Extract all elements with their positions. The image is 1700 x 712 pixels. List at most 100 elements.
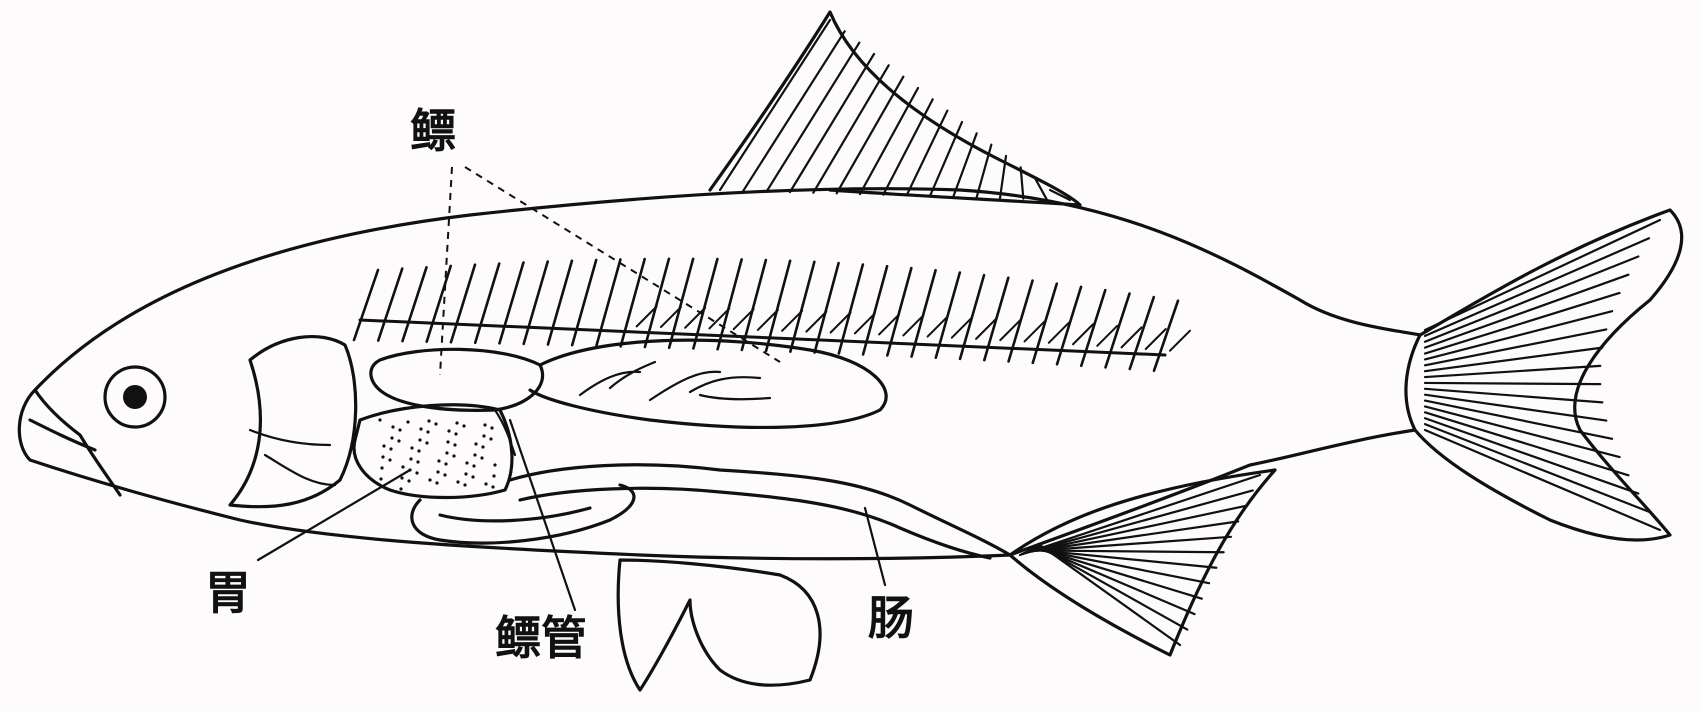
gill-arch <box>250 430 335 485</box>
stomach-organ <box>354 405 512 498</box>
pneumatic-duct-tube <box>495 410 515 455</box>
fin-ray <box>1425 401 1612 439</box>
stipple-dot <box>410 446 413 449</box>
fin-ray <box>907 111 948 196</box>
stipple-dot <box>409 457 412 460</box>
label-pneumatic-duct: 鳔管 <box>495 615 587 661</box>
fin-ray <box>1425 383 1600 384</box>
rib <box>1106 294 1130 368</box>
pelvic-fin <box>618 560 820 690</box>
stipple-dot <box>388 458 391 461</box>
fin-ray <box>1024 506 1246 553</box>
fin-ray <box>1425 395 1606 421</box>
rib <box>427 266 451 342</box>
stipple-dot <box>473 453 476 456</box>
stipple-dot <box>452 454 455 457</box>
rib <box>548 261 572 345</box>
stipple-dot <box>443 473 446 476</box>
stipple-dot <box>437 459 440 462</box>
stipple-dot <box>419 427 422 430</box>
dorsal-fin <box>710 12 1080 205</box>
stipple-dot <box>418 438 421 441</box>
stipple-dot <box>398 428 401 431</box>
stipple-dot <box>464 472 467 475</box>
stipple-dot <box>455 421 458 424</box>
rib <box>1154 301 1178 371</box>
label-intestine: 肠 <box>868 595 914 641</box>
stipple-dot <box>428 478 431 481</box>
rib <box>1130 297 1154 369</box>
stipple-dot <box>445 451 448 454</box>
rib <box>378 269 402 341</box>
fin-ray <box>790 54 874 192</box>
fin-ray <box>1425 406 1620 457</box>
stipple-dot <box>399 487 402 490</box>
stipple-dot <box>415 471 418 474</box>
rib <box>475 264 499 343</box>
label-swim-bladder: 鳔 <box>410 108 456 154</box>
stipple-dot <box>417 449 420 452</box>
stipple-dot <box>444 462 447 465</box>
rib <box>354 270 378 340</box>
fin-ray <box>813 65 888 192</box>
stipple-dot <box>379 477 382 480</box>
fin-ray <box>1033 549 1209 584</box>
rib <box>596 259 620 345</box>
stipple-dot <box>390 436 393 439</box>
stipple-dot <box>471 475 474 478</box>
stipple-dot <box>480 456 483 459</box>
stipple-dot <box>465 461 468 464</box>
stipple-dot <box>493 463 496 466</box>
stipple-dot <box>436 470 439 473</box>
stipple-dot <box>483 423 486 426</box>
stipple-dot <box>389 447 392 450</box>
intestine-organ <box>510 465 1010 558</box>
gill-cover <box>230 337 356 507</box>
stipple-dot <box>406 420 409 423</box>
rib <box>1081 290 1105 366</box>
stipple-dot <box>381 455 384 458</box>
stipple-dot <box>447 429 450 432</box>
stipple-dot <box>491 485 494 488</box>
stipple-dot <box>427 419 430 422</box>
stipple-dot <box>482 434 485 437</box>
stipple-dot <box>435 481 438 484</box>
stipple-dot <box>484 482 487 485</box>
stipple-dot <box>391 425 394 428</box>
stipple-dot <box>397 439 400 442</box>
stipple-dot <box>474 442 477 445</box>
swim-bladder-anterior <box>371 349 543 410</box>
stipple-dot <box>453 443 456 446</box>
stipple-dot <box>490 426 493 429</box>
stipple-dot <box>462 424 465 427</box>
fin-ray <box>720 20 830 190</box>
stipple-dot <box>489 437 492 440</box>
label-stomach: 胃 <box>205 570 251 616</box>
stipple-dot <box>456 480 459 483</box>
stipple-dot <box>401 465 404 468</box>
rib <box>402 267 426 341</box>
stipple-dot <box>400 476 403 479</box>
blood-vessels <box>580 362 770 400</box>
stomach-texture <box>378 418 496 490</box>
fin-ray <box>767 43 860 192</box>
stipple-dot <box>382 444 385 447</box>
stipple-dot <box>407 479 410 482</box>
stipple-dot <box>454 432 457 435</box>
fin-ray <box>1425 311 1612 359</box>
stipple-dot <box>426 430 429 433</box>
rib <box>499 263 523 344</box>
intestine-loop <box>412 485 634 543</box>
stipple-dot <box>434 422 437 425</box>
fin-ray <box>883 99 932 194</box>
stipple-dot <box>481 445 484 448</box>
stipple-dot <box>472 464 475 467</box>
stipple-dot <box>416 460 419 463</box>
rib-bones <box>354 259 1190 371</box>
fin-ray <box>1425 418 1638 493</box>
stipple-dot <box>425 441 428 444</box>
rib-branch <box>1170 331 1190 351</box>
stipple-dot <box>492 474 495 477</box>
anal-fin-rays <box>1020 475 1260 645</box>
anal-fin <box>1010 470 1275 655</box>
